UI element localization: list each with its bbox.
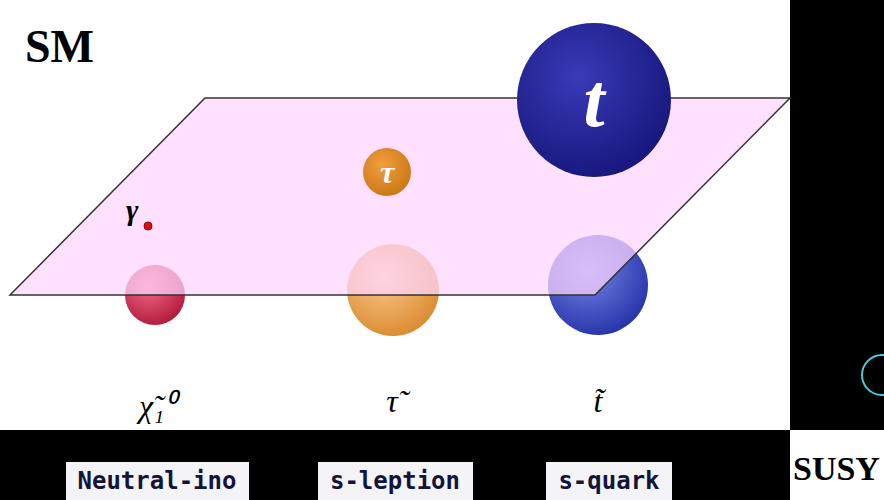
category-label: Neutral-ino bbox=[66, 462, 249, 500]
tau-sphere: τ bbox=[363, 148, 411, 196]
photon-dot bbox=[144, 222, 152, 230]
particle-symbol: t̃ bbox=[594, 383, 603, 420]
particle-symbol: χ̃₁⁰ bbox=[139, 383, 175, 426]
susy-title: SUSY bbox=[793, 450, 880, 488]
white-ground bbox=[0, 0, 790, 430]
particle-symbol: t bbox=[583, 62, 604, 138]
category-text: s-quark bbox=[558, 469, 659, 493]
particle-symbol: γ bbox=[126, 193, 138, 227]
particle-symbol: τ̃ bbox=[386, 383, 397, 420]
partial-circle bbox=[862, 355, 884, 395]
sm-plane bbox=[10, 98, 790, 295]
white-corner bbox=[790, 430, 884, 500]
top-sphere: t bbox=[517, 23, 671, 177]
category-text: s-leption bbox=[330, 469, 460, 493]
category-label: s-quark bbox=[546, 462, 672, 500]
category-label: s-leption bbox=[318, 462, 473, 500]
particle-symbol: τ bbox=[380, 156, 394, 188]
sm-title: SM bbox=[25, 20, 94, 73]
category-text: Neutral-ino bbox=[78, 469, 237, 493]
